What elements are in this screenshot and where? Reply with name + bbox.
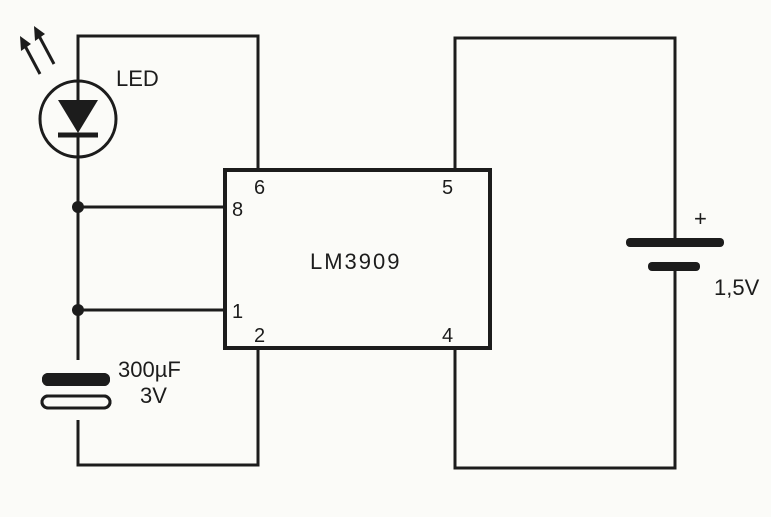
led-label: LED [116,66,159,91]
ic-name: LM3909 [310,249,402,274]
ic-lm3909 [223,168,492,350]
pin-5: 5 [442,177,453,199]
junction-dot-lower [72,304,84,316]
pin-2: 2 [254,325,265,347]
battery-symbol [626,238,724,271]
light-arrows-icon [20,26,56,75]
battery-polarity: + [694,206,707,231]
pin-4: 4 [442,325,453,347]
pin-1: 1 [232,301,243,323]
led-symbol [38,79,118,159]
pin-6: 6 [254,177,265,199]
battery-branch-wires [453,36,677,470]
pin-8: 8 [232,199,243,221]
junction-dot-upper [72,201,84,213]
capacitor-voltage: 3V [140,383,167,408]
battery-voltage: 1,5V [714,275,760,300]
capacitor-value: 300µF [118,357,181,382]
